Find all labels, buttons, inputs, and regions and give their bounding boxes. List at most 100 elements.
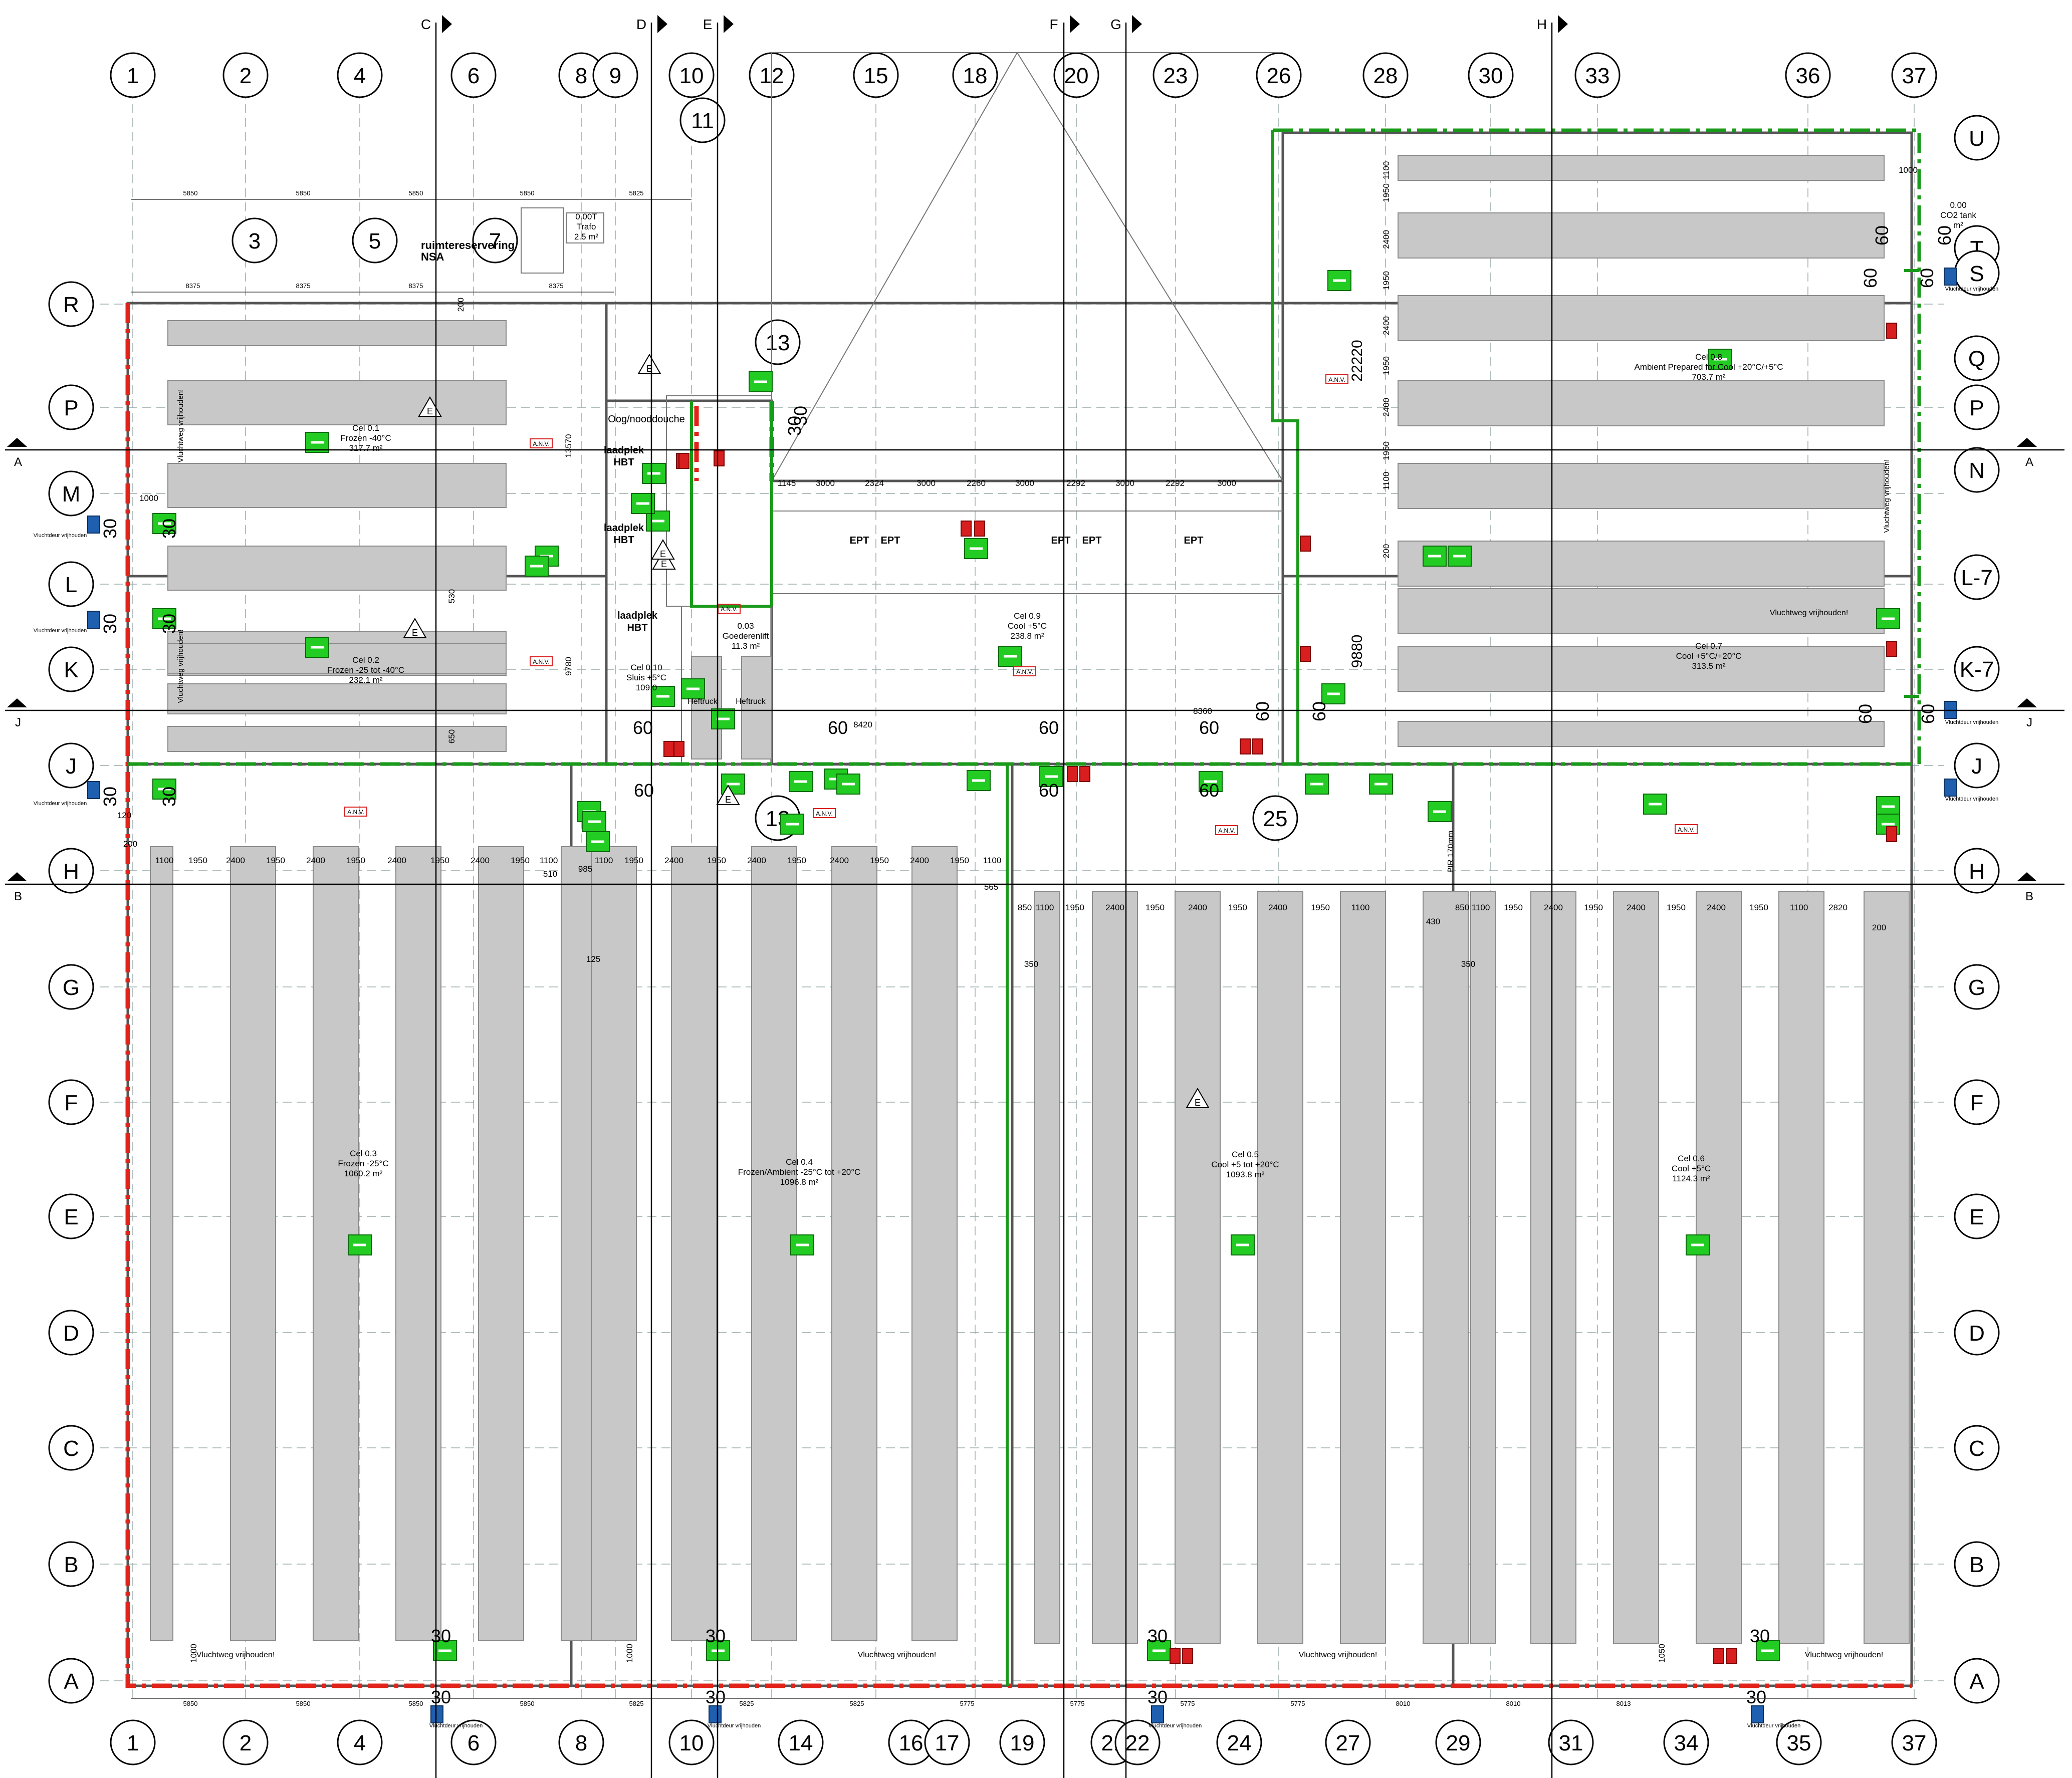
trafo-label: Trafo (576, 222, 596, 231)
rack-row (1398, 646, 1885, 692)
dimension-value: 1950 (266, 856, 285, 865)
e-triangle-label: E (661, 559, 667, 569)
fire-rating-30: 30 (1746, 1687, 1766, 1707)
rack-column (478, 846, 524, 1641)
dimension-value: 1100 (1472, 903, 1490, 912)
cell-description: Cool +5°C (1008, 621, 1047, 631)
rack-column (1257, 891, 1303, 1644)
section-arrow-icon (2017, 438, 2037, 447)
fire-rating-30: 30 (431, 1626, 451, 1646)
grid-label-top: 9 (609, 64, 621, 88)
dimension-value: 1100 (540, 856, 558, 865)
door-keep-clear-label: Vluchtdeur vrijhouden (1945, 286, 1998, 292)
cell-description: Cool +5 tot +20°C (1211, 1160, 1279, 1169)
fire-rating-60: 60 (1917, 268, 1937, 288)
fire-rating-60: 60 (1860, 268, 1881, 288)
dimension-value: 2400 (226, 856, 245, 865)
dimension-value: 1950 (1504, 903, 1523, 912)
dimension-value: 2820 (1828, 903, 1848, 912)
dimension-value: 530 (447, 589, 456, 603)
grid-label-top: 20 (1064, 64, 1089, 88)
section-arrow-icon (7, 438, 27, 447)
dimension-value: 1950 (1382, 441, 1391, 460)
section-arrow-icon (7, 872, 27, 881)
dimension-value: 2400 (471, 856, 490, 865)
dimension-value: 22220 (1349, 340, 1365, 381)
dimension-value: 1100 (1790, 903, 1808, 912)
grid-label-bottom: 8 (575, 1731, 587, 1755)
cell-area: 238.8 m² (1010, 631, 1044, 641)
co2-area: m² (1953, 220, 1963, 230)
dimension-value: 200 (1382, 544, 1391, 558)
grid-bubble-left (48, 281, 94, 327)
cell-description: Ambient Prepared for Cool +20°C/+5°C (1634, 362, 1783, 372)
section-arrow-icon (657, 15, 667, 33)
keep-clear-label: Vluchtweg vrijhouden! (1299, 1651, 1377, 1659)
dimension-value: 1950 (511, 856, 530, 865)
grid-label-left: M (62, 482, 81, 506)
safety-symbols (87, 268, 1957, 1723)
dimension-value: 2400 (910, 856, 929, 865)
grid-bubble-left (48, 1079, 94, 1125)
ept-label: EPT (1051, 535, 1071, 546)
fire-extinguisher-icon (1886, 323, 1897, 339)
section-label: D (636, 17, 646, 32)
section-arrow-icon (442, 15, 452, 33)
grid-bubble-left (48, 1658, 94, 1704)
grid-bubble-left (48, 964, 94, 1010)
reservation-label: NSA (421, 250, 444, 263)
fire-rating-60: 60 (1309, 701, 1329, 721)
rack-column (1470, 891, 1496, 1644)
door-keep-clear-label: Vluchtdeur vrijhouden (1747, 1723, 1800, 1729)
grid-bubble-bottom (1435, 1719, 1481, 1765)
grid-bubble-bottom (1548, 1719, 1594, 1765)
grid-bubble-extra (472, 217, 518, 264)
grid-bubble-bottom (999, 1719, 1045, 1765)
cell-name: Cel 0.7 (1695, 641, 1722, 651)
storage-racks (150, 155, 1910, 1644)
fire-rating-30: 30 (784, 416, 805, 436)
dimension-value: 9880 (1349, 635, 1365, 668)
grid-label-top: 2 (240, 64, 252, 88)
rack-column (1034, 891, 1060, 1644)
door-sign-icon (87, 611, 100, 629)
fire-rating-60: 60 (828, 717, 848, 738)
dimension-value: 2400 (1105, 903, 1124, 912)
anv-label: A.N.V. (533, 440, 550, 447)
dimension-value: 3000 (816, 478, 835, 488)
cell-area: 1093.8 m² (1226, 1170, 1265, 1179)
dimension-value: 5775 (1070, 1700, 1085, 1707)
grid-label-bottom: 34 (1674, 1731, 1699, 1755)
cell-name: Cel 0.4 (786, 1157, 813, 1167)
dimension-value: 2400 (387, 856, 406, 865)
anv-box (1325, 374, 1348, 384)
door-keep-clear-label: Vluchtdeur vrijhouden (34, 533, 87, 539)
dimension-value: 125 (586, 954, 600, 964)
rack-column (1340, 891, 1386, 1644)
rack-row (1398, 295, 1885, 341)
dimension-value: 1100 (1036, 903, 1054, 912)
cell-area: 232.1 m² (349, 675, 382, 685)
fire-extinguisher-icon (1170, 1648, 1181, 1664)
grid-bubble-left (48, 1193, 94, 1239)
grid-label-top: 28 (1373, 64, 1398, 88)
dimension-value: 2292 (1066, 478, 1085, 488)
forklift-label: Heftruck (736, 697, 766, 706)
fire-rating-60: 60 (1855, 704, 1876, 724)
dimension-value: 5850 (296, 189, 311, 197)
dimension-value: 650 (447, 729, 456, 743)
grid-label-right: F (1970, 1091, 1984, 1115)
dimension-value: 850 (1018, 903, 1032, 912)
fire-rating-30: 30 (1147, 1687, 1168, 1707)
dimension-value: 850 (1455, 903, 1469, 912)
grid-label-bottom: 4 (354, 1731, 366, 1755)
trafo-id: 0.00T (575, 212, 597, 221)
e-triangle-label: E (660, 549, 666, 559)
dimension-value: 8375 (186, 282, 200, 290)
keep-clear-label: Vluchtweg vrijhouden! (176, 389, 185, 463)
rack-column (751, 846, 797, 1641)
grid-label-bottom: 6 (468, 1731, 480, 1755)
door-sign-icon (1944, 268, 1957, 286)
grid-label-top: 33 (1585, 64, 1610, 88)
fire-extinguisher-icon (974, 521, 985, 537)
